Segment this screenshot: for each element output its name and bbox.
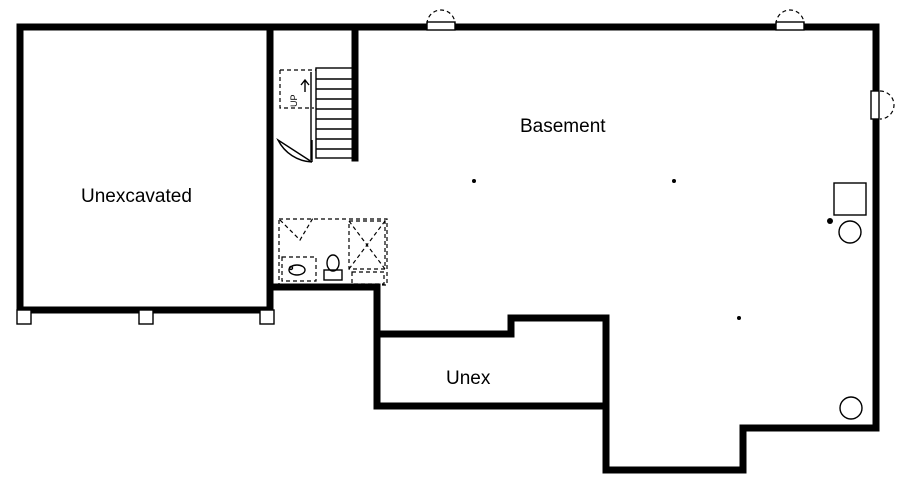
mechanical-equipment xyxy=(827,182,867,420)
unexcavated-wall xyxy=(16,23,274,314)
unexcavated-area xyxy=(16,23,275,325)
unex-wall xyxy=(373,330,610,410)
floor-drain xyxy=(827,218,833,224)
sink xyxy=(281,256,317,282)
toilet xyxy=(323,254,343,281)
stair-up-label: UP xyxy=(289,94,299,107)
window-top-left xyxy=(426,9,456,31)
window-top-right xyxy=(775,9,805,31)
basement-outer-wall xyxy=(266,23,880,474)
support-post xyxy=(737,316,741,320)
window-right xyxy=(870,90,895,120)
door-swing xyxy=(276,138,313,163)
bathroom-rough-in xyxy=(278,217,388,286)
sump-pit xyxy=(839,396,863,420)
room-label-unexcavated: Unexcavated xyxy=(81,186,192,207)
room-label-basement: Basement xyxy=(520,116,606,137)
footing-tab-center xyxy=(138,309,154,325)
staircase: UP xyxy=(279,67,354,160)
water-heater xyxy=(838,220,862,244)
shower xyxy=(348,220,386,270)
furnace xyxy=(833,182,867,216)
support-post xyxy=(472,179,476,183)
room-label-unex: Unex xyxy=(446,368,491,389)
footing-tab-left xyxy=(16,309,32,325)
support-post xyxy=(672,179,676,183)
footing-tab-right xyxy=(259,309,275,325)
